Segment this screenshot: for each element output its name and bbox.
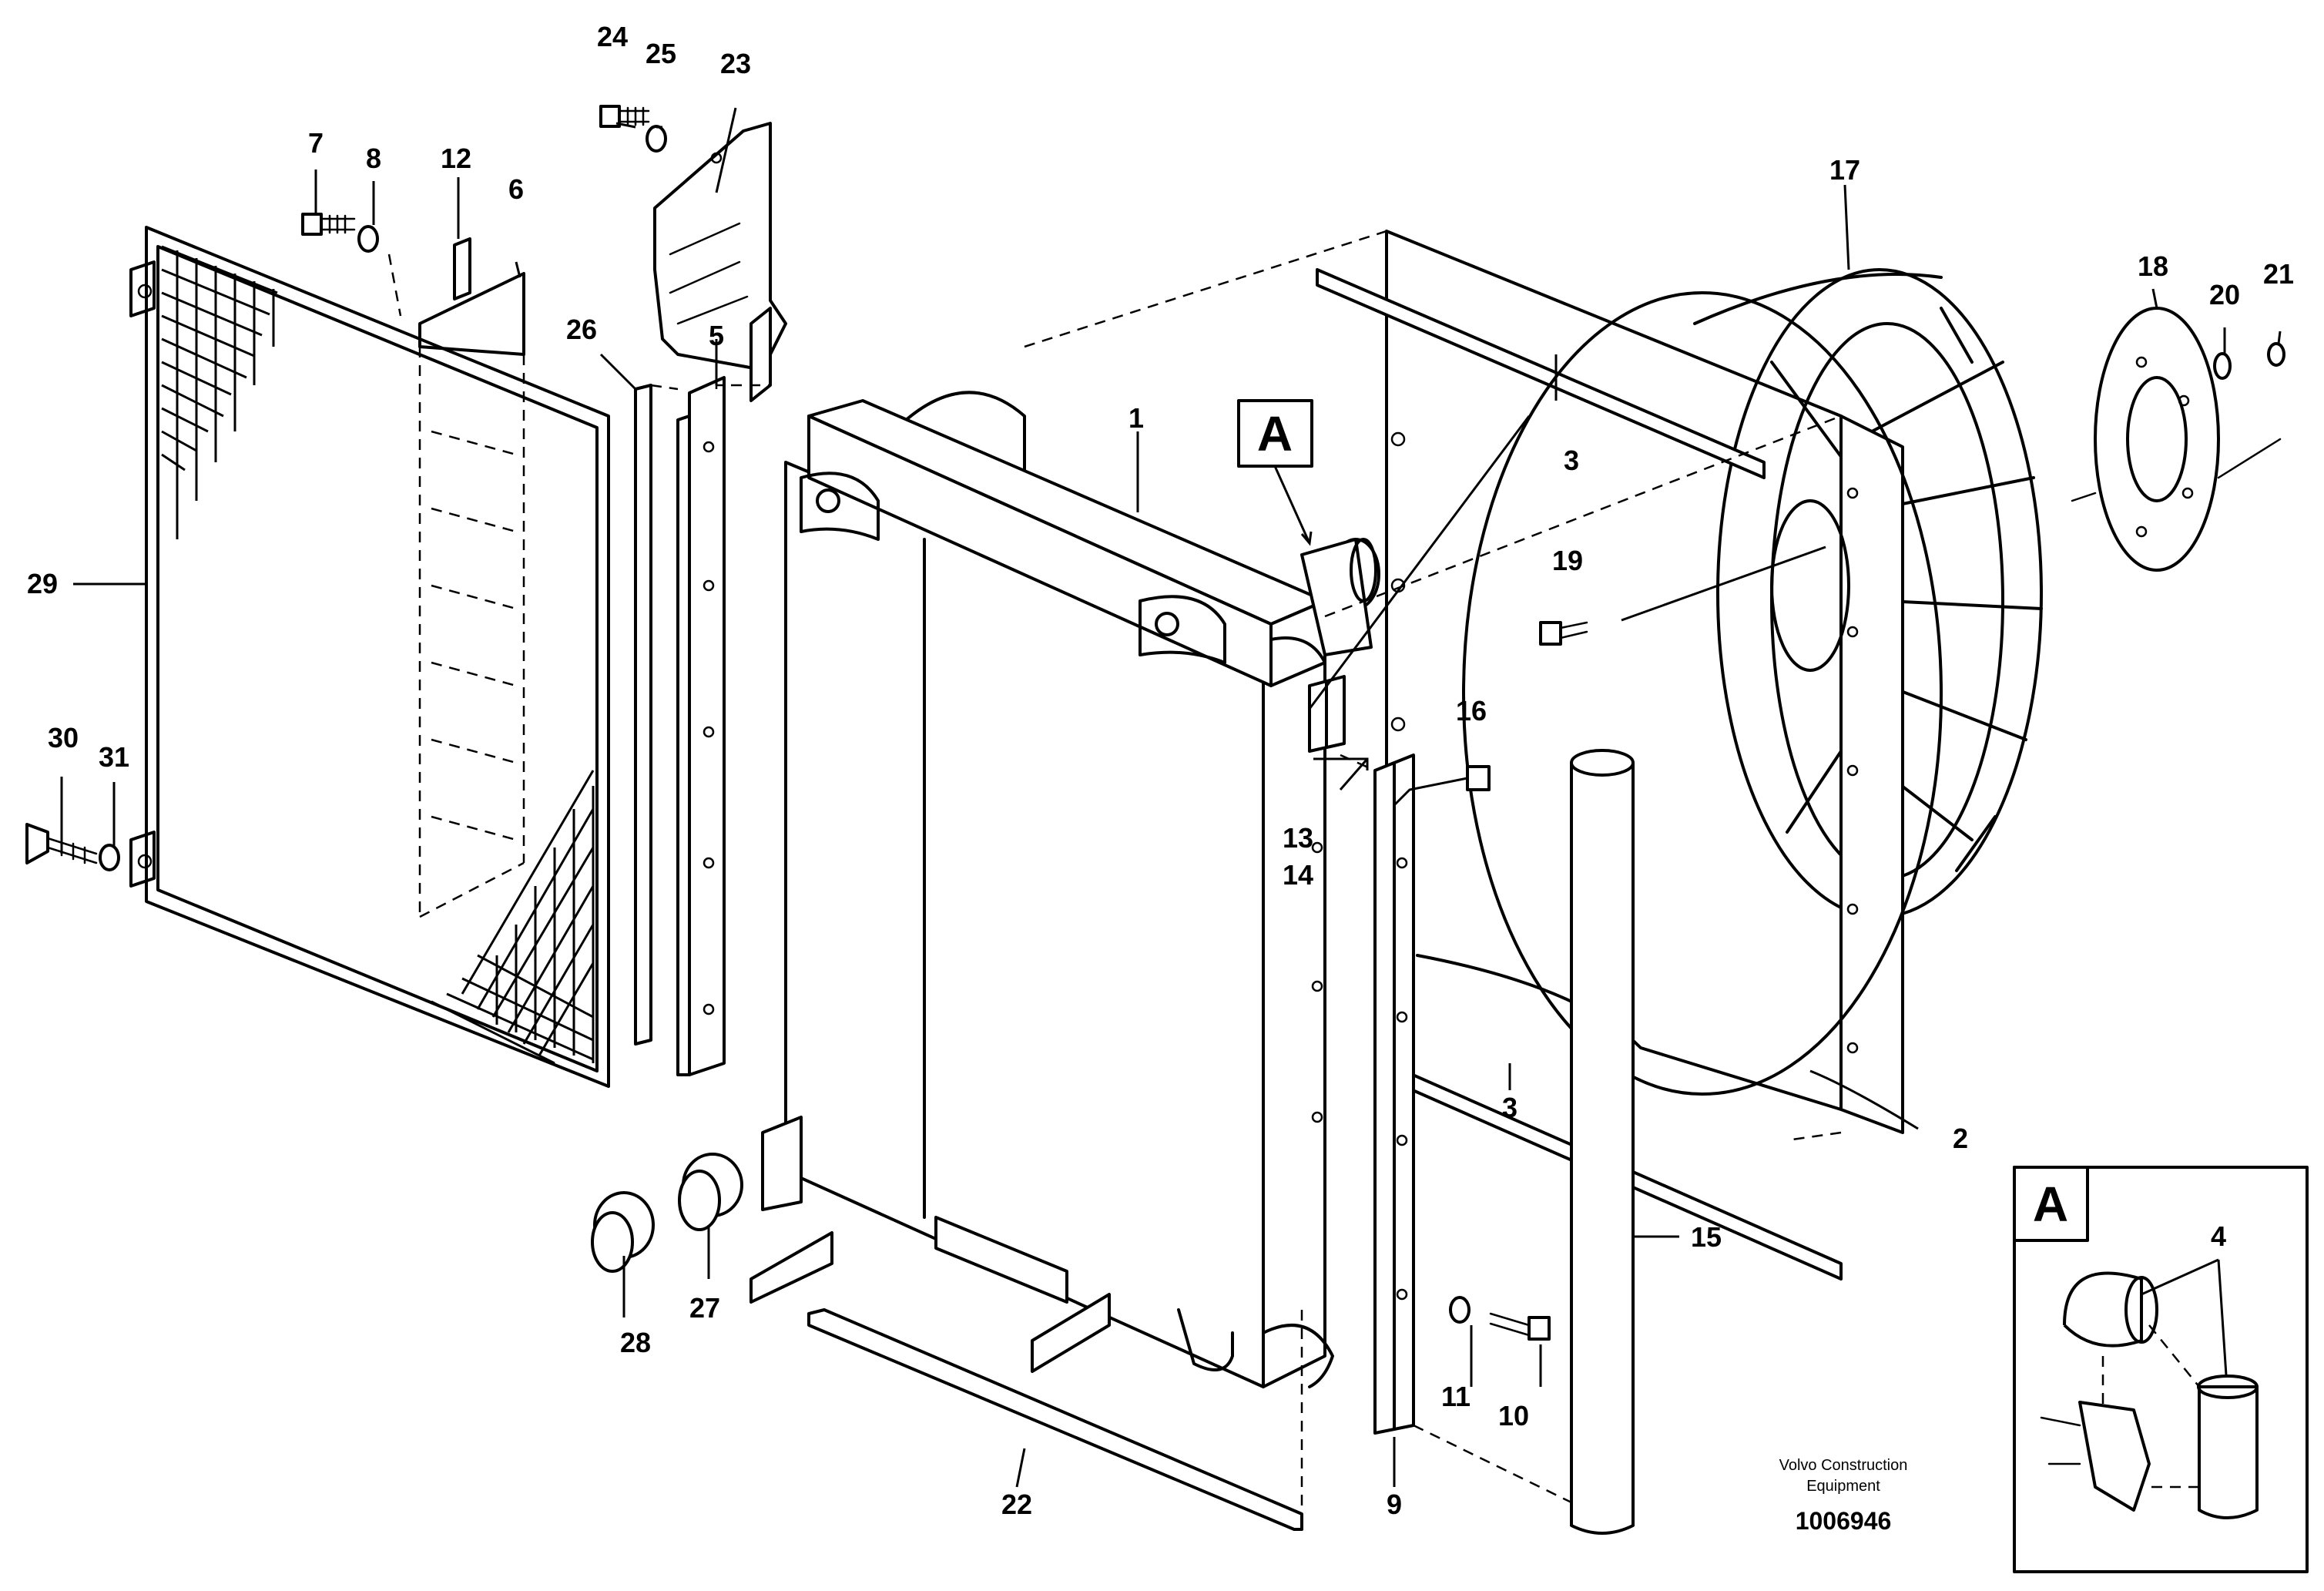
washer-25 (646, 125, 667, 153)
side-bar-15 (1570, 749, 1635, 1535)
label-29: 29 (27, 568, 58, 599)
credit-line-1: Volvo Construction (1779, 1457, 1908, 1474)
bolt-19 (1539, 621, 1588, 646)
label-15: 15 (1691, 1221, 1722, 1253)
label-14: 14 (1283, 859, 1313, 891)
washer-20 (2213, 352, 2232, 380)
inlet-pipe (1300, 538, 1377, 656)
rubber-mount-28 (591, 1191, 655, 1273)
radiator-core (750, 391, 1380, 1388)
label-25: 25 (646, 38, 676, 69)
label-17: 17 (1829, 154, 1860, 186)
label-11: 11 (1441, 1381, 1471, 1412)
protective-screen-29 (129, 226, 610, 1088)
label-5: 5 (709, 320, 724, 351)
credit-line-2: Equipment (1806, 1478, 1880, 1495)
document-number: 1006946 (1796, 1507, 1892, 1535)
leader-lines (60, 107, 2282, 1488)
label-19: 19 (1552, 545, 1583, 576)
label-22: 22 (1001, 1489, 1032, 1520)
label-4: 4 (2211, 1220, 2226, 1252)
callout-box-main (1237, 399, 1313, 468)
bracket-plate-23 (653, 122, 787, 402)
label-21: 21 (2263, 258, 2294, 290)
callout-label-main: A (1257, 406, 1293, 462)
label-7: 7 (308, 127, 324, 159)
wing-bolt-30 (25, 823, 98, 864)
label-8: 8 (366, 143, 381, 174)
label-2: 2 (1953, 1123, 1968, 1154)
label-26: 26 (566, 314, 597, 345)
frame-bracket-9 (1373, 754, 1415, 1435)
bolt-24 (599, 105, 650, 128)
bolt-10 (1489, 1312, 1551, 1341)
label-18: 18 (2138, 250, 2168, 282)
bolt-7 (301, 213, 356, 236)
projection-lines (650, 230, 1842, 1529)
washer-11 (1449, 1296, 1471, 1324)
label-23: 23 (720, 48, 751, 79)
label-30: 30 (48, 722, 79, 754)
label-28: 28 (620, 1327, 651, 1358)
plate-6 (418, 237, 525, 918)
label-3-bottom: 3 (1502, 1092, 1517, 1123)
label-16: 16 (1456, 695, 1487, 727)
label-1: 1 (1128, 402, 1144, 434)
label-10: 10 (1498, 1400, 1529, 1432)
label-3-top: 3 (1564, 445, 1579, 476)
label-24: 24 (597, 21, 628, 52)
callout-label-detail: A (2033, 1176, 2068, 1232)
vertical-bracket-5 (676, 376, 726, 1076)
label-12: 12 (441, 143, 471, 174)
nut-21 (2267, 342, 2285, 367)
rubber-mount-27 (678, 1153, 743, 1231)
callout-arrow (1273, 465, 1313, 546)
part-labels: 1 2 3 3 4 5 6 7 8 9 10 11 12 13 14 15 16… (27, 21, 2294, 1535)
label-9: 9 (1387, 1489, 1402, 1520)
washer-31 (99, 844, 120, 871)
spacer-16 (1466, 765, 1491, 791)
label-31: 31 (99, 741, 129, 773)
label-20: 20 (2209, 279, 2240, 310)
label-6: 6 (508, 173, 524, 205)
washer-8 (357, 225, 379, 253)
bottom-strip-22 (807, 1308, 1303, 1531)
detail-view-a (2013, 1166, 2309, 1573)
gasket-strip-26 (634, 384, 652, 1046)
label-27: 27 (689, 1292, 720, 1324)
fan-flange (2094, 307, 2220, 572)
label-13: 13 (1283, 822, 1313, 854)
